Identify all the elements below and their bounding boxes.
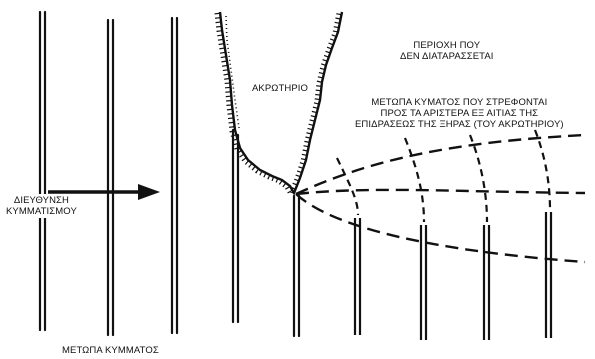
wave-fronts-label: ΜΕΤΩΠΑ ΚΥΜΜΑΤΟΣ [62,345,159,356]
refracted-fronts-line-2: ΠΡΟΣ ΤΑ ΑΡΙΣΤΕΡΑ ΕΞ ΑΙΤΙΑΣ ΤΗΣ [355,108,564,119]
orthogonal-middle [296,190,585,194]
orthogonal-lower [296,194,585,262]
undisturbed-area-line-2: ΔΕΝ ΔΙΑΤΑΡΑΣΣΕΤΑΙ [400,51,494,62]
refracted-fronts-line-1: ΜΕΤΩΠΑ ΚΥΜΑΤΟΣ ΠΟΥ ΣΤΡΕΦΟΝΤΑΙ [355,97,564,108]
straight-wave-front-2 [108,20,113,335]
refracted-fronts-label: ΜΕΤΩΠΑ ΚΥΜΑΤΟΣ ΠΟΥ ΣΤΡΕΦΟΝΤΑΙ ΠΡΟΣ ΤΑ ΑΡ… [355,97,564,130]
undisturbed-area-label: ΠΕΡΙΟΧΗ ΠΟΥ ΔΕΝ ΔΙΑΤΑΡΑΣΣΕΤΑΙ [400,40,494,62]
refracted-wave-fronts [337,130,551,340]
wave-direction-label: ΔΙΕΥΘΥΝΣΗ ΚΥΜΜΑΤΙΣΜΟΥ [4,194,79,218]
refracted-front-4 [535,130,551,338]
straight-wave-front-3 [172,18,177,333]
undisturbed-area-line-1: ΠΕΡΙΟΧΗ ΠΟΥ [400,40,494,51]
wave-orthogonals [296,135,585,262]
wave-direction-line-2: ΚΥΜΜΑΤΙΣΜΟΥ [6,206,77,217]
refracted-front-1 [337,158,360,335]
straight-wave-front-1 [40,12,45,330]
refracted-fronts-line-3: ΕΠΙΔΡΑΣΕΩΣ ΤΗΣ ΞΗΡΑΣ (ΤΟΥ ΑΚΡΩΤΗΡΙΟΥ) [355,119,564,130]
refracted-front-3 [470,135,489,340]
cape-label: ΑΚΡΩΤΗΡΙΟ [252,83,308,94]
cape-coastline [217,12,342,194]
wave-front-below-cape-1 [233,130,238,322]
wave-direction-line-1: ΔΙΕΥΘΥΝΣΗ [6,195,77,206]
wave-front-below-cape-2 [294,196,299,336]
